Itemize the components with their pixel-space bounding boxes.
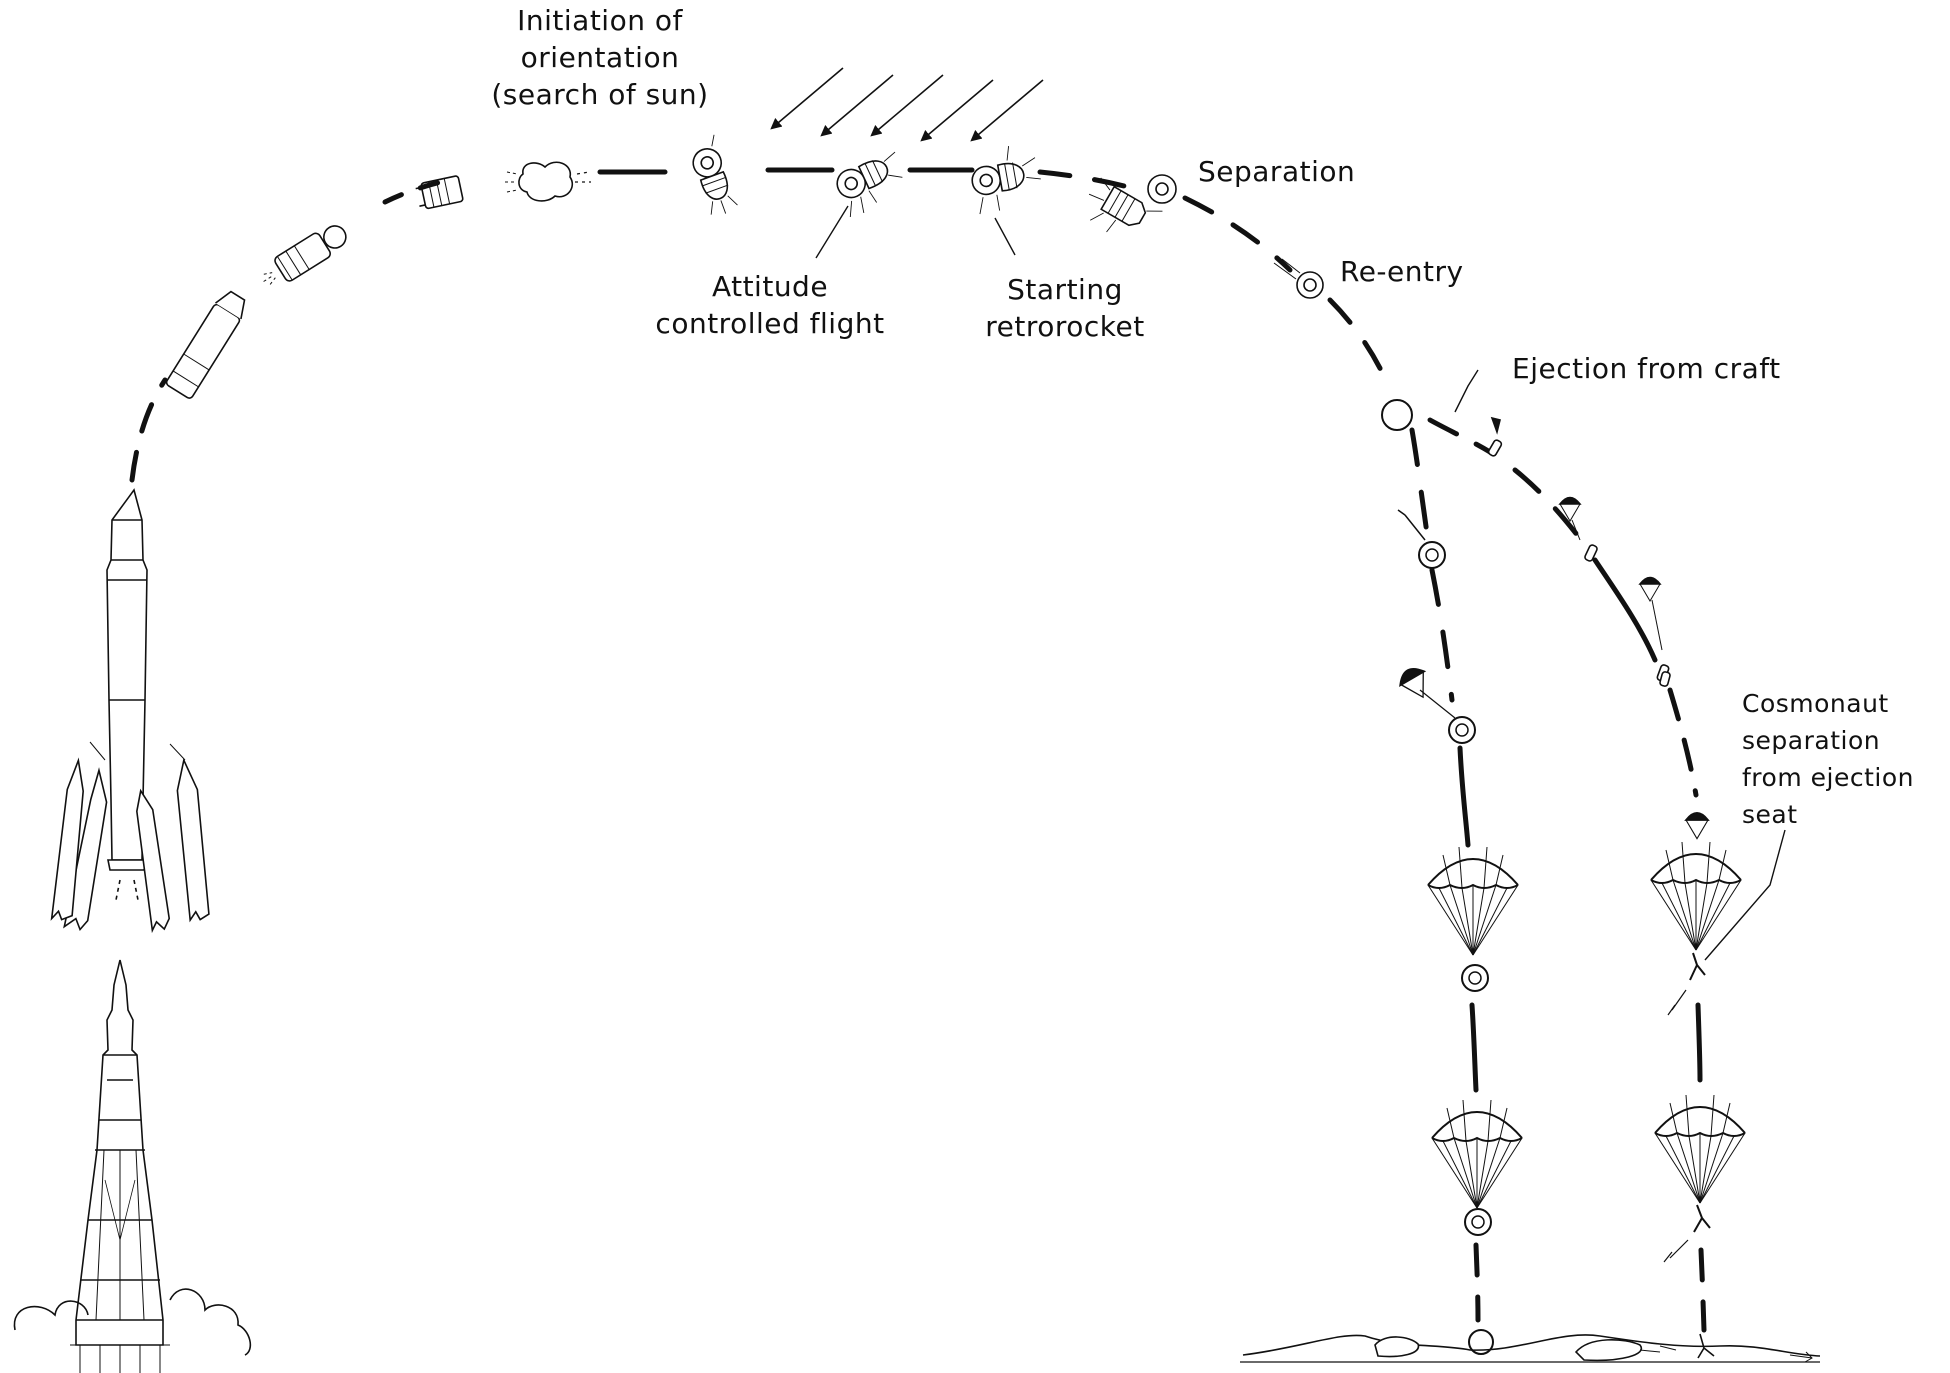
label-orientation: Initiation of orientation (search of sun… [445, 2, 755, 113]
label-retro-line2: retrorocket [985, 310, 1145, 343]
staging-rocket [50, 488, 210, 934]
label-reentry: Re-entry [1340, 255, 1464, 288]
label-retro-line1: Starting [1007, 273, 1123, 306]
label-orientation-line2: orientation [520, 41, 680, 74]
label-retrorocket: Starting retrorocket [955, 271, 1175, 345]
launch-rocket [13, 959, 252, 1373]
label-attitude-line1: Attitude [711, 270, 829, 303]
label-attitude: Attitude controlled flight [625, 268, 915, 342]
trajectory-arc [129, 167, 1391, 483]
label-separation: Separation [1198, 155, 1356, 188]
label-cosmonaut-line2: separation [1742, 726, 1881, 755]
label-cosmonaut-line4: seat [1742, 800, 1798, 829]
label-orientation-line1: Initiation of [517, 4, 683, 37]
label-cosmonaut: Cosmonaut separation from ejection seat [1742, 685, 1914, 833]
label-attitude-line2: controlled flight [655, 307, 885, 340]
label-ejection: Ejection from craft [1512, 352, 1781, 385]
cosmonaut-descent [1427, 416, 1746, 1359]
landing-terrain [1240, 1334, 1821, 1363]
capsule-descent [1381, 399, 1523, 1355]
label-orientation-line3: (search of sun) [491, 78, 709, 111]
label-cosmonaut-line1: Cosmonaut [1742, 689, 1889, 718]
leader-lines [815, 205, 1786, 961]
label-cosmonaut-line3: from ejection [1742, 763, 1914, 792]
sun-rays [770, 67, 1044, 142]
